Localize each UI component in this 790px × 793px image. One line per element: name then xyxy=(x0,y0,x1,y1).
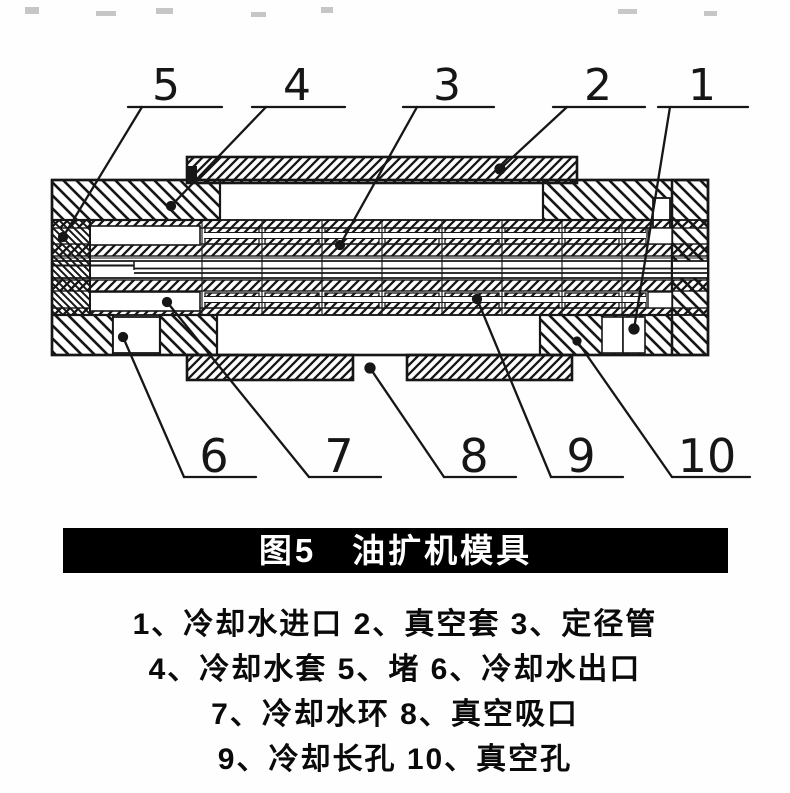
figure-title-text: 图5 油扩机模具 xyxy=(258,532,533,569)
mold-cross-section-diagram: 5 4 3 2 1 6 7 8 9 10 xyxy=(25,7,752,483)
lower-left-block-2 xyxy=(158,313,219,357)
left-window-upper xyxy=(89,225,201,246)
legend-line-1: 1、冷却水进口 2、真空套 3、定径管 xyxy=(132,608,658,641)
legend-line-3: 7、冷却水环 8、真空吸口 xyxy=(211,698,579,731)
left-window-lower xyxy=(89,291,201,312)
callout-number-5: 5 xyxy=(152,60,180,111)
callout-number-4: 4 xyxy=(283,60,311,111)
lower-left-block xyxy=(50,313,115,357)
callout-number-2: 2 xyxy=(584,60,612,111)
leader-lines xyxy=(57,105,752,479)
sizing-tube-bands xyxy=(51,219,709,316)
bore-exit xyxy=(673,261,707,278)
callout-number-10: 10 xyxy=(678,429,737,483)
callout-number-3: 3 xyxy=(433,60,461,111)
slit-lines xyxy=(204,232,646,303)
callout-number-7: 7 xyxy=(324,429,353,483)
segment-dividers xyxy=(201,221,623,314)
vacuum-hole-slot xyxy=(622,316,646,354)
right-window-lower xyxy=(647,291,673,309)
bottom-bar-right xyxy=(405,353,574,382)
cooling-long-hole-slit xyxy=(204,296,646,303)
callout-number-9: 9 xyxy=(566,429,595,483)
callout-number-6: 6 xyxy=(199,429,228,483)
legend-line-2: 4、冷却水套 5、堵 6、冷却水出口 xyxy=(148,653,642,686)
figure-title-bar: 图5 油扩机模具 xyxy=(63,528,728,573)
scan-noise xyxy=(25,7,717,17)
callout-number-8: 8 xyxy=(459,429,488,483)
pipe-bore-lines xyxy=(52,219,708,316)
bar-joint-mark xyxy=(188,166,197,182)
callout-number-1: 1 xyxy=(688,60,716,111)
legend-line-4: 9、冷却长孔 10、真空孔 xyxy=(217,743,573,776)
cooling-long-hole-slit xyxy=(204,232,646,239)
figure-legend: 1、冷却水进口 2、真空套 3、定径管 4、冷却水套 5、堵 6、冷却水出口 7… xyxy=(0,602,790,782)
right-window-upper xyxy=(647,227,673,245)
plug-left xyxy=(51,219,91,316)
vacuum-hole-slot xyxy=(601,316,624,354)
